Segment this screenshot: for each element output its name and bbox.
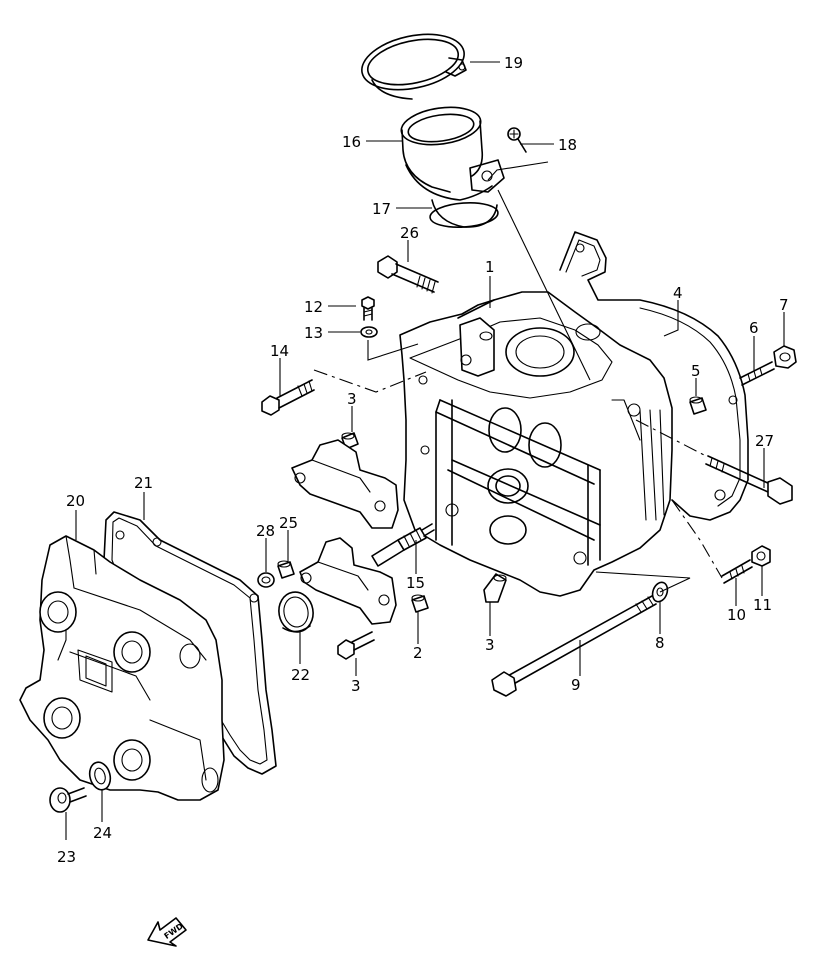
- callout-20: 19: [504, 54, 523, 72]
- callout-28: 27: [755, 432, 774, 450]
- callout-2: 2: [413, 644, 423, 662]
- alignment-lines: [313, 161, 723, 593]
- callout-16: 15: [406, 574, 425, 592]
- part-12-nut: [751, 545, 771, 567]
- callout-26: 25: [279, 514, 298, 532]
- callout-24: 23: [57, 848, 76, 866]
- callout-15: 14: [270, 342, 289, 360]
- part-21-head-cover: [19, 535, 225, 801]
- fwd-arrow-icon: FWD: [147, 917, 187, 947]
- part-13-bolt: [361, 296, 375, 321]
- callout-29: 28: [256, 522, 275, 540]
- part-15-bolt: [261, 379, 315, 416]
- part-25-seal-washer: [88, 761, 112, 791]
- part-24-bolt: [49, 787, 87, 813]
- part-18-o-ring: [429, 201, 499, 229]
- cam-holder-upper: [291, 439, 399, 529]
- callout-13: 12: [304, 298, 323, 316]
- callout-7: 6: [749, 319, 759, 337]
- cam-holder-lower: [299, 537, 397, 625]
- part-14-washer: [360, 326, 378, 338]
- part-5-head-gasket: [559, 231, 749, 521]
- callout-6: 5: [691, 362, 701, 380]
- callout-12: 11: [753, 596, 772, 614]
- part-10-stud-bolt: [491, 595, 657, 697]
- part-19-screw: [507, 127, 527, 153]
- part-29-washer: [257, 572, 275, 588]
- part-23-seal: [278, 591, 314, 633]
- part-4-guide: [483, 573, 507, 603]
- callout-27: 26: [400, 224, 419, 242]
- part-6-dowel: [689, 396, 707, 415]
- part-28-bolt: [705, 455, 793, 505]
- callout-14: 13: [304, 324, 323, 342]
- callout-9: 8: [655, 634, 665, 652]
- callout-25: 24: [93, 824, 112, 842]
- leader-lines: [65, 61, 785, 840]
- part-26-dowel: [277, 560, 295, 579]
- callout-17: 16: [342, 133, 361, 151]
- callout-11: 10: [727, 606, 746, 624]
- callout-1: 1: [485, 258, 495, 276]
- callout-23: 22: [291, 666, 310, 684]
- part-11-bolt: [721, 559, 753, 584]
- part-8-nut: [773, 345, 797, 369]
- callout-18: 17: [372, 200, 391, 218]
- callout-4: 3: [485, 636, 495, 654]
- part-20-clamp: [361, 33, 467, 100]
- callout-19: 18: [558, 136, 577, 154]
- callout-8: 7: [779, 296, 789, 314]
- callout-5: 4: [673, 284, 683, 302]
- callout-3-upper: 3: [347, 390, 357, 408]
- part-7-bolt: [739, 361, 775, 386]
- part-16-spark-plug: [371, 523, 435, 567]
- callout-3-lower: 3: [351, 677, 361, 695]
- callout-21: 20: [66, 492, 85, 510]
- part-2-dowel: [411, 594, 429, 613]
- part-1-cylinder-head: [399, 291, 673, 597]
- callout-labels: 19 16 18 17 26 1 4 7 12 6 13 14 5 3 27 2…: [57, 54, 789, 866]
- part-27-bolt: [377, 255, 439, 294]
- callout-22: 21: [134, 474, 153, 492]
- callout-10: 9: [571, 676, 581, 694]
- part-3-bolt: [337, 631, 375, 660]
